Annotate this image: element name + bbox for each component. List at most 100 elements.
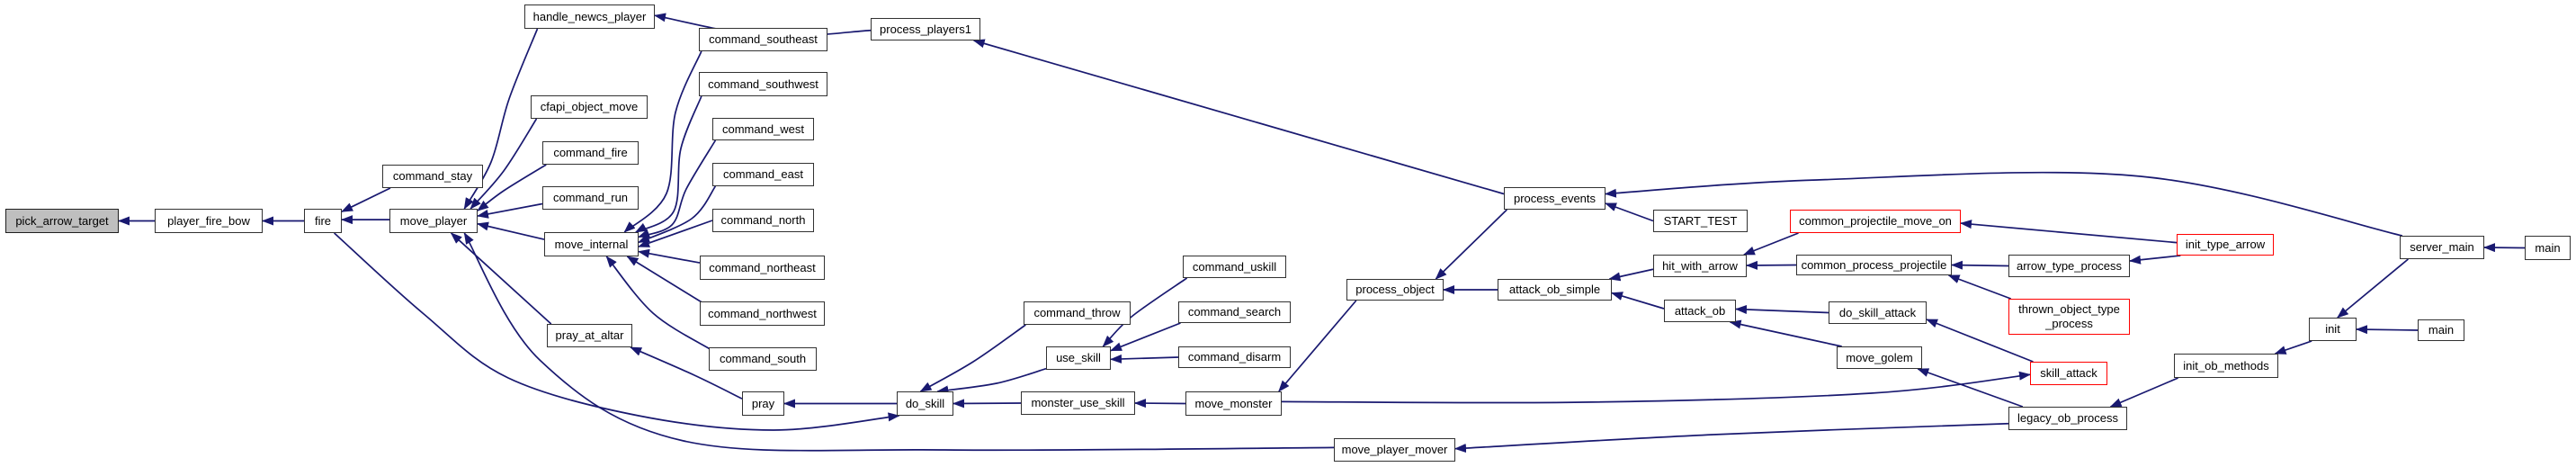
edge-init_type_arrow-to-arrow_type_process <box>2129 255 2181 265</box>
edge-skill_attack-to-do_skill_attack <box>1926 319 2034 363</box>
graph-node-label: command_uskill <box>1192 259 1277 274</box>
graph-node-main[interactable]: main <box>2418 319 2464 341</box>
graph-node-do_skill[interactable]: do_skill <box>897 391 953 416</box>
graph-node-attack_ob_simple[interactable]: attack_ob_simple <box>1498 279 1612 301</box>
graph-node-move_player_mover[interactable]: move_player_mover <box>1334 438 1455 462</box>
edge-command_northeast-to-move_internal <box>638 248 701 264</box>
edge-use_skill-to-do_skill <box>936 367 1047 395</box>
graph-node-thrown_object_type_process[interactable]: thrown_object_type_process <box>2008 299 2130 335</box>
edge-command_west-to-move_internal <box>638 139 717 238</box>
graph-node-command_west[interactable]: command_west <box>712 118 814 140</box>
edge-do_skill_attack-to-attack_ob <box>1735 304 1829 314</box>
graph-node-label: pick_arrow_target <box>15 213 109 228</box>
edge-init_ob_methods-to-legacy_ob_process <box>2109 377 2178 408</box>
graph-node-label: command_throw <box>1033 306 1121 320</box>
graph-node-command_north[interactable]: command_north <box>712 209 814 232</box>
edge-command_throw-to-do_skill <box>919 324 1026 392</box>
graph-node-common_process_projectile[interactable]: common_process_projectile <box>1796 255 1952 275</box>
graph-node-label: command_fire <box>553 146 628 160</box>
edge-command_northwest-to-move_internal <box>626 256 704 304</box>
edge-process_events-to-process_players1 <box>972 39 1505 195</box>
graph-node-main[interactable]: main <box>2525 236 2571 260</box>
graph-node-command_search[interactable]: command_search <box>1178 301 1291 323</box>
graph-node-server_main[interactable]: server_main <box>2400 236 2484 259</box>
edge-move_monster-to-monster_use_skill <box>1134 399 1186 409</box>
graph-node-label: move_monster <box>1194 396 1273 410</box>
graph-node-common_projectile_move_on[interactable]: common_projectile_move_on <box>1790 210 1961 233</box>
graph-node-command_northwest[interactable]: command_northwest <box>700 301 825 326</box>
edge-fire-to-do_skill <box>334 232 900 431</box>
edge-cfapi_object_move-to-move_player <box>470 118 538 210</box>
graph-node-command_uskill[interactable]: command_uskill <box>1183 256 1286 278</box>
graph-node-move_monster[interactable]: move_monster <box>1185 391 1282 416</box>
edge-command_southwest-to-move_internal <box>634 95 702 233</box>
graph-node-process_object[interactable]: process_object <box>1346 279 1444 301</box>
edge-pray-to-pray_at_altar <box>630 346 743 400</box>
edge-legacy_ob_process-to-move_player_mover <box>1454 422 2009 454</box>
graph-node-command_throw[interactable]: command_throw <box>1024 301 1131 325</box>
graph-node-init[interactable]: init <box>2309 318 2357 341</box>
graph-node-label: server_main <box>2410 240 2474 255</box>
graph-node-label: main <box>2428 323 2455 337</box>
graph-node-label: command_southwest <box>708 76 818 91</box>
graph-node-label: attack_ob <box>1674 303 1726 318</box>
graph-node-command_east[interactable]: command_east <box>712 163 814 186</box>
graph-node-command_run[interactable]: command_run <box>542 186 639 210</box>
graph-node-label: command_northeast <box>709 260 816 274</box>
graph-node-label: thrown_object_type <box>2018 302 2120 317</box>
edge-server_main-to-process_events <box>1605 171 2403 237</box>
graph-node-command_south[interactable]: command_south <box>709 347 817 371</box>
graph-node-command_disarm[interactable]: command_disarm <box>1178 346 1291 368</box>
graph-node-do_skill_attack[interactable]: do_skill_attack <box>1829 301 1927 324</box>
graph-node-init_ob_methods[interactable]: init_ob_methods <box>2174 354 2278 378</box>
graph-node-START_TEST[interactable]: START_TEST <box>1653 210 1748 232</box>
graph-node-label: use_skill <box>1056 351 1101 365</box>
graph-node-label: common_projectile_move_on <box>1799 214 1952 229</box>
graph-node-command_southeast[interactable]: command_southeast <box>699 28 827 51</box>
graph-node-label: command_east <box>723 167 803 182</box>
graph-node-label: command_run <box>552 191 629 205</box>
graph-node-pray[interactable]: pray <box>742 391 784 416</box>
graph-node-command_northeast[interactable]: command_northeast <box>700 256 825 280</box>
edge-command_disarm-to-use_skill <box>1110 354 1179 364</box>
graph-node-command_fire[interactable]: command_fire <box>542 141 639 165</box>
graph-node-move_golem[interactable]: move_golem <box>1837 346 1922 369</box>
graph-node-label: init_type_arrow <box>2185 238 2266 252</box>
graph-node-command_stay[interactable]: command_stay <box>382 165 483 188</box>
graph-node-hit_with_arrow[interactable]: hit_with_arrow <box>1653 255 1747 277</box>
edge-command_fire-to-move_player <box>477 164 547 211</box>
graph-node-process_events[interactable]: process_events <box>1504 187 1606 210</box>
graph-node-fire[interactable]: fire <box>304 209 342 233</box>
edge-move_golem-to-attack_ob <box>1729 319 1842 347</box>
edge-command_east-to-move_internal <box>638 185 717 244</box>
graph-node-use_skill[interactable]: use_skill <box>1046 346 1111 370</box>
graph-node-legacy_ob_process[interactable]: legacy_ob_process <box>2008 407 2127 430</box>
graph-node-arrow_type_process[interactable]: arrow_type_process <box>2008 255 2130 277</box>
edge-command_south-to-move_internal <box>605 256 711 351</box>
graph-node-move_internal[interactable]: move_internal <box>544 232 639 256</box>
graph-node-handle_newcs_player[interactable]: handle_newcs_player <box>524 4 655 29</box>
graph-node-cfapi_object_move[interactable]: cfapi_object_move <box>531 95 648 119</box>
graph-node-label: command_south <box>719 352 807 366</box>
graph-node-init_type_arrow[interactable]: init_type_arrow <box>2177 234 2274 256</box>
edge-arrow_type_process-to-common_process_projectile <box>1951 260 2009 270</box>
graph-node-skill_attack[interactable]: skill_attack <box>2030 362 2107 385</box>
graph-node-process_players1[interactable]: process_players1 <box>871 18 980 40</box>
graph-node-pick_arrow_target[interactable]: pick_arrow_target <box>5 209 119 233</box>
graph-node-label: move_golem <box>1846 350 1913 364</box>
graph-node-pray_at_altar[interactable]: pray_at_altar <box>547 324 632 347</box>
graph-node-label: pray_at_altar <box>555 328 624 343</box>
edge-init_type_arrow-to-common_projectile_move_on <box>1960 220 2178 244</box>
edge-legacy_ob_process-to-move_golem <box>1917 368 2024 408</box>
graph-node-label: _process <box>2045 317 2093 330</box>
edge-hit_with_arrow-to-attack_ob_simple <box>1608 268 1654 282</box>
graph-node-move_player[interactable]: move_player <box>389 209 478 233</box>
graph-node-monster_use_skill[interactable]: monster_use_skill <box>1021 391 1135 415</box>
graph-node-player_fire_bow[interactable]: player_fire_bow <box>155 209 263 233</box>
graph-node-command_southwest[interactable]: command_southwest <box>699 72 827 96</box>
graph-node-attack_ob[interactable]: attack_ob <box>1664 300 1736 322</box>
graph-node-label: move_player_mover <box>1341 443 1448 457</box>
graph-node-label: do_skill <box>905 396 945 410</box>
edge-common_process_projectile-to-hit_with_arrow <box>1746 260 1797 270</box>
edge-command_stay-to-fire <box>341 187 391 213</box>
